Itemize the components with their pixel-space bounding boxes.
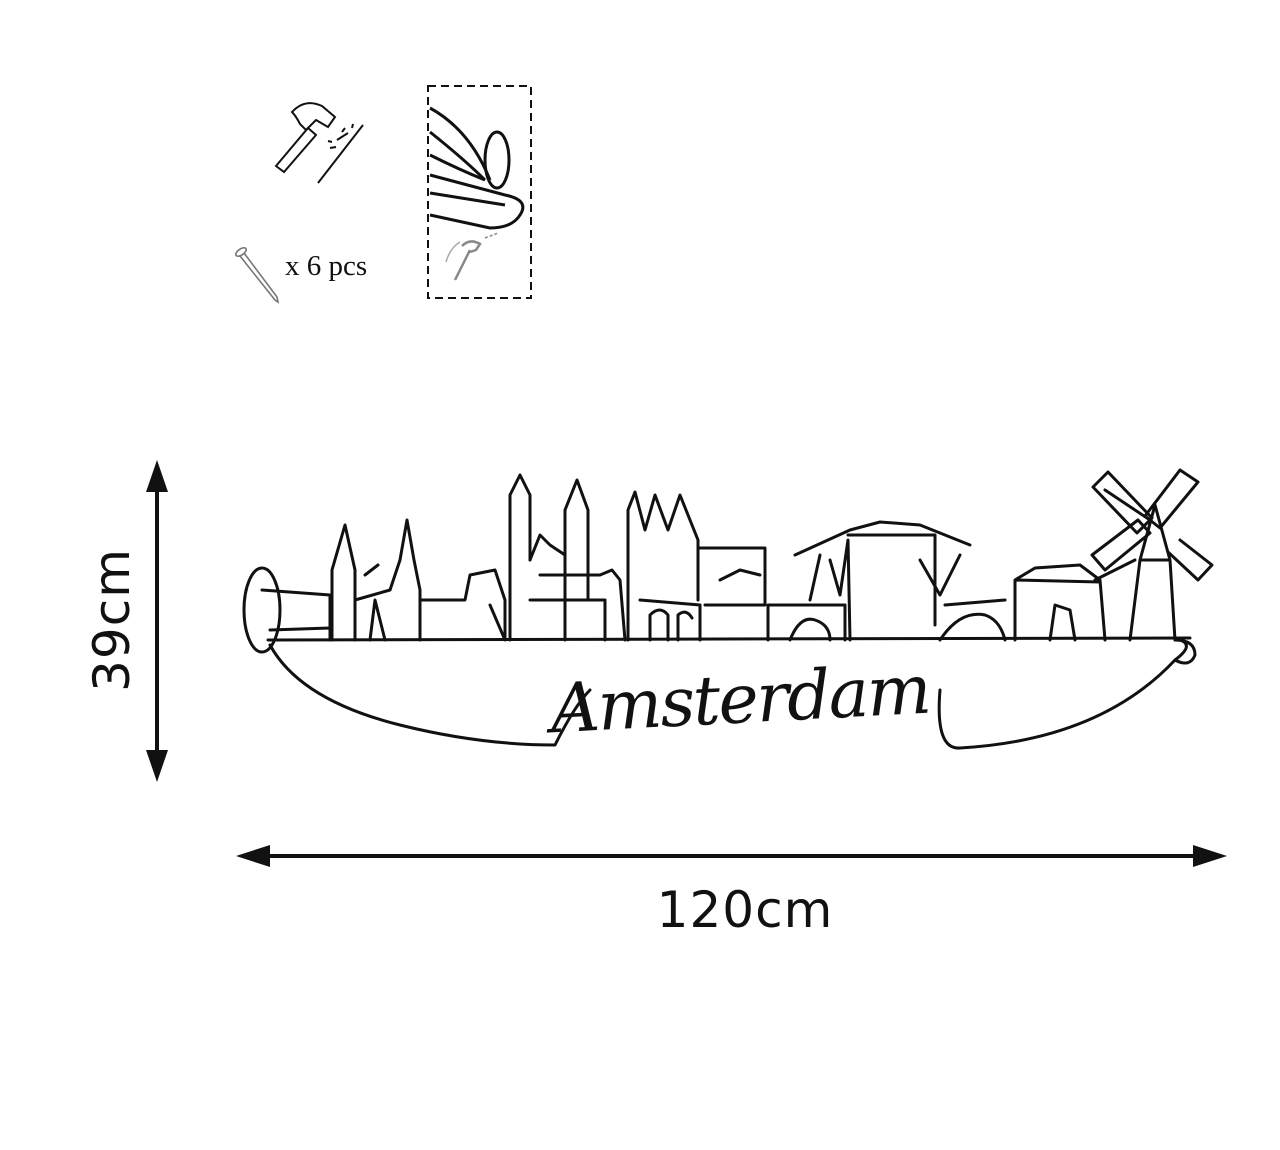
mounting-detail-icon	[427, 85, 532, 299]
width-dimension-arrow	[236, 845, 1227, 867]
hammer-icon	[274, 102, 364, 184]
height-dimension-arrow	[146, 460, 168, 782]
nail-quantity-label: x 6 pcs	[285, 250, 368, 282]
amsterdam-skyline-artwork	[242, 468, 1214, 750]
nail-icon	[234, 246, 280, 304]
width-label: 120cm	[656, 881, 834, 939]
height-label: 39cm	[83, 548, 141, 692]
